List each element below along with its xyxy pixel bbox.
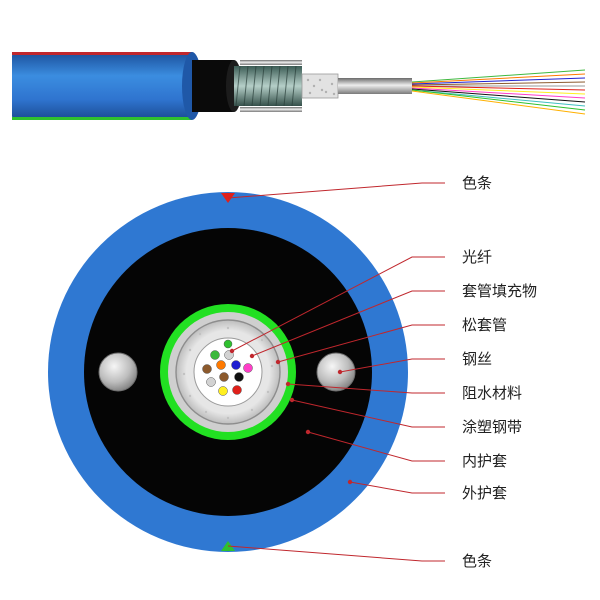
- leader-loose-tube: [277, 324, 445, 363]
- leader-fiber: [231, 256, 445, 352]
- label-tube-filler: 套管填充物: [462, 282, 537, 300]
- label-steel-wire: 钢丝: [462, 350, 492, 368]
- steel-wire-left: [98, 352, 138, 392]
- color-strip-side-green: [12, 117, 192, 120]
- loose-tube-side: [301, 73, 339, 99]
- leader-outer-sheath: [349, 481, 445, 494]
- fiber-5: [231, 360, 241, 370]
- leader-water-blocking: [287, 383, 445, 394]
- steel-wire-right: [316, 352, 356, 392]
- color-strip-side-red: [12, 52, 192, 55]
- leader-inner-sheath: [307, 431, 445, 462]
- leader-tube-filler: [251, 290, 445, 357]
- label-water-blocking: 阻水材料: [462, 384, 522, 402]
- steel-wire-icon: [98, 352, 138, 392]
- fiber-8: [219, 372, 229, 382]
- label-loose-tube: 松套管: [462, 316, 507, 334]
- steel-wire-side-bottom: [240, 107, 302, 112]
- cable-cross-section: [48, 192, 408, 552]
- armor-side: [234, 66, 302, 106]
- fiber-12: [223, 339, 233, 349]
- fiber-3: [202, 364, 212, 374]
- fiber-10: [218, 386, 228, 396]
- leader-steel-wire: [339, 358, 445, 373]
- fiber-fan-out: [411, 69, 586, 115]
- label-color-strip-top: 色条: [462, 174, 492, 192]
- label-inner-sheath: 内护套: [462, 452, 507, 470]
- leader-color-strip-bottom: [227, 545, 445, 562]
- fiber-1: [210, 350, 220, 360]
- label-fiber: 光纤: [462, 248, 492, 266]
- label-color-strip-bottom: 色条: [462, 552, 492, 570]
- loose-tube-texture: [182, 326, 274, 420]
- leader-coated-steel-tape: [291, 399, 445, 428]
- armor-wrap-lines: [235, 65, 297, 107]
- fiber-4: [216, 360, 226, 370]
- leader-lines: [227, 182, 445, 562]
- fiber-6: [243, 363, 253, 373]
- loose-tube-side-texture: [306, 78, 336, 96]
- label-coated-steel-tape: 涂塑钢带: [462, 418, 522, 436]
- leader-dots: [229, 348, 353, 485]
- fiber-7: [206, 377, 216, 387]
- fiber-9: [234, 372, 244, 382]
- label-outer-sheath: 外护套: [462, 484, 507, 502]
- cable-side-view: [12, 52, 586, 120]
- tube-side: [338, 78, 412, 94]
- fiber-group: [202, 339, 253, 396]
- steel-wire-side-top: [240, 60, 302, 65]
- leader-color-strip-top: [227, 182, 445, 199]
- outer-sheath-side: [12, 52, 192, 120]
- fiber-11: [232, 385, 242, 395]
- steel-wire-icon: [316, 352, 356, 392]
- labels: 色条 光纤 套管填充物 松套管 钢丝 阻水材料 涂塑钢带 内护套 外护套 色条: [462, 174, 537, 570]
